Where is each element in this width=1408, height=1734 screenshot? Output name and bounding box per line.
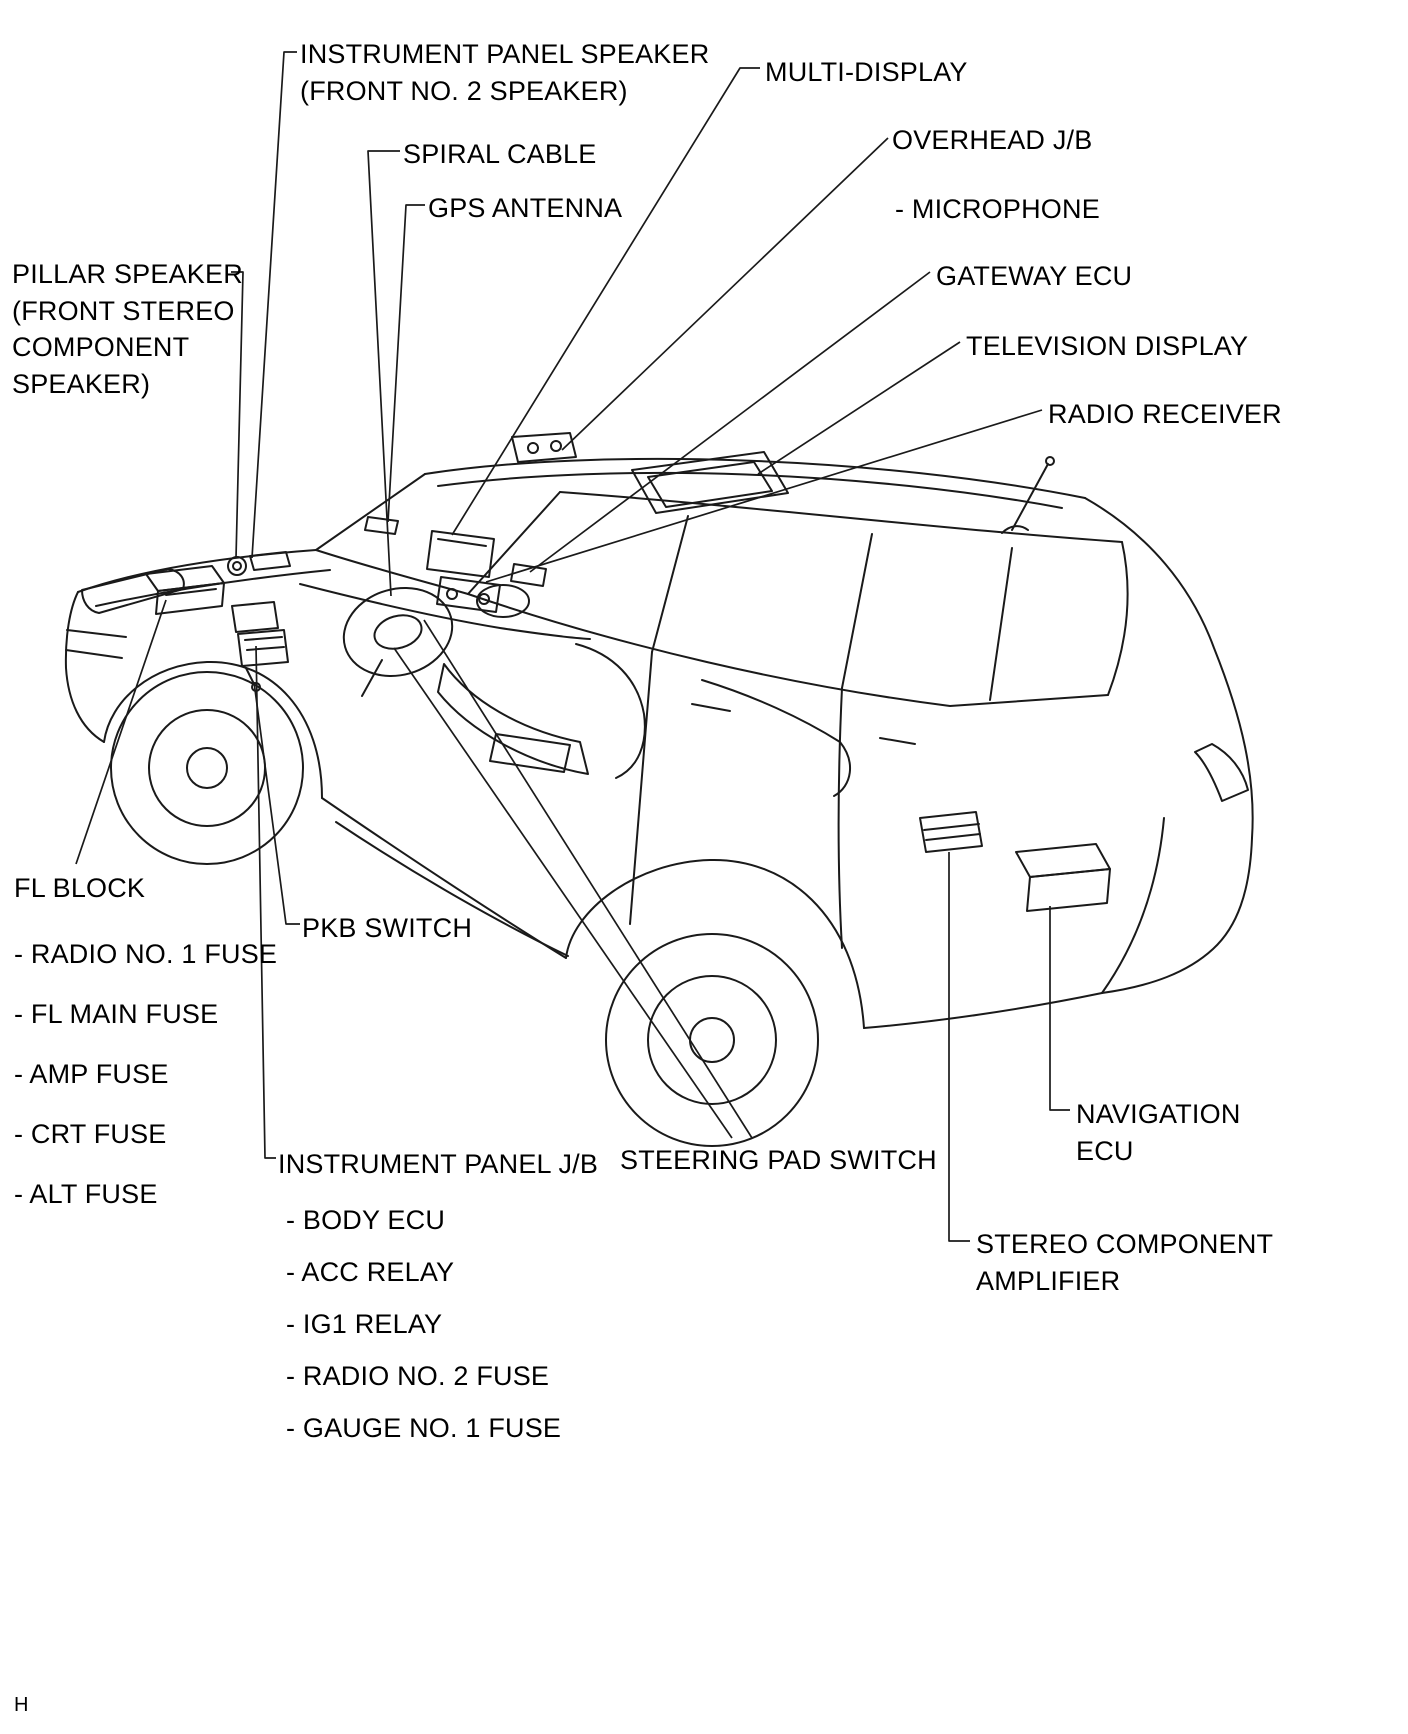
label-navigation-ecu: NAVIGATION ECU: [1076, 1099, 1241, 1166]
leader-stereo-amplifier: [948, 852, 970, 1242]
leader-spiral-cable: [367, 150, 400, 597]
leader-pkb-switch: [253, 681, 300, 925]
label-pkb-switch: PKB SWITCH: [302, 913, 473, 943]
label-fl-main-fuse: - FL MAIN FUSE: [14, 999, 219, 1029]
leader-pillar-speaker: [231, 271, 244, 559]
rear-wheel: [605, 933, 819, 1147]
label-multi-display: MULTI-DISPLAY: [765, 57, 968, 87]
leader-lines: [75, 51, 1070, 1242]
label-overhead-jb: OVERHEAD J/B: [892, 125, 1093, 155]
leader-steering-pad-switch-1: [393, 647, 733, 1139]
label-amp-fuse: - AMP FUSE: [14, 1059, 169, 1089]
label-crt-fuse: - CRT FUSE: [14, 1119, 167, 1149]
gps-antenna-box: [364, 516, 399, 535]
amplifier-box: [919, 811, 983, 853]
label-acc-relay: - ACC RELAY: [286, 1257, 455, 1287]
label-body-ecu: - BODY ECU: [286, 1205, 446, 1235]
label-pillar-speaker: PILLAR SPEAKER (FRONT STEREO COMPONENT S…: [12, 259, 243, 400]
label-fl-block: FL BLOCK: [14, 873, 146, 903]
label-television-display: TELEVISION DISPLAY: [966, 331, 1249, 361]
leader-overhead-jb: [561, 137, 889, 451]
front-seat: [575, 643, 646, 779]
label-gateway-ecu: GATEWAY ECU: [936, 261, 1133, 291]
interior-components: [145, 432, 1111, 912]
label-ig1-relay: - IG1 RELAY: [286, 1309, 443, 1339]
steering-wheel: [342, 586, 454, 678]
leader-instrument-panel-speaker: [251, 51, 297, 559]
label-microphone: - MICROPHONE: [895, 194, 1100, 224]
instrument-panel-speaker-unit: [249, 551, 291, 571]
page-marker: H: [14, 1694, 29, 1716]
leader-gps-antenna: [387, 204, 425, 523]
label-gps-antenna: GPS ANTENNA: [428, 193, 623, 223]
overhead-console: [511, 432, 577, 463]
instrument-panel-jb-box: [231, 601, 289, 667]
leader-steering-pad-switch-2: [423, 619, 753, 1139]
car-body: [64, 456, 1254, 1029]
label-stereo-component-amplifier: STEREO COMPONENT AMPLIFIER: [976, 1229, 1274, 1296]
leader-radio-receiver: [485, 409, 1043, 583]
steering-column: [361, 659, 383, 697]
label-radio-no2-fuse: - RADIO NO. 2 FUSE: [286, 1361, 550, 1391]
leader-gateway-ecu: [529, 271, 931, 573]
label-steering-pad-switch: STEERING PAD SWITCH: [620, 1145, 937, 1175]
rear-seat: [701, 679, 852, 797]
label-radio-receiver: RADIO RECEIVER: [1048, 399, 1282, 429]
center-console: [437, 663, 589, 775]
label-instrument-panel-jb: INSTRUMENT PANEL J/B: [278, 1149, 599, 1179]
television-display-box: [631, 451, 789, 514]
fl-block-box: [145, 565, 225, 615]
label-spiral-cable: SPIRAL CABLE: [403, 139, 597, 169]
leader-navigation-ecu: [1049, 906, 1070, 1111]
navigation-ecu-box: [1015, 843, 1111, 912]
leader-multi-display: [451, 67, 760, 536]
label-gauge-no1-fuse: - GAUGE NO. 1 FUSE: [286, 1413, 562, 1443]
leader-television-display: [757, 341, 961, 475]
leader-fl-block: [75, 599, 167, 865]
label-instrument-panel-speaker: INSTRUMENT PANEL SPEAKER (FRONT NO. 2 SP…: [300, 39, 710, 106]
radio-receiver-unit: [436, 576, 501, 613]
label-alt-fuse: - ALT FUSE: [14, 1179, 158, 1209]
label-radio-no1-fuse: - RADIO NO. 1 FUSE: [14, 939, 278, 969]
console-box: [489, 733, 571, 773]
leader-instrument-panel-jb: [255, 645, 276, 1159]
gateway-ecu-box: [510, 563, 547, 587]
multi-display-screen: [426, 530, 495, 578]
pillar-speaker-unit: [227, 556, 247, 576]
